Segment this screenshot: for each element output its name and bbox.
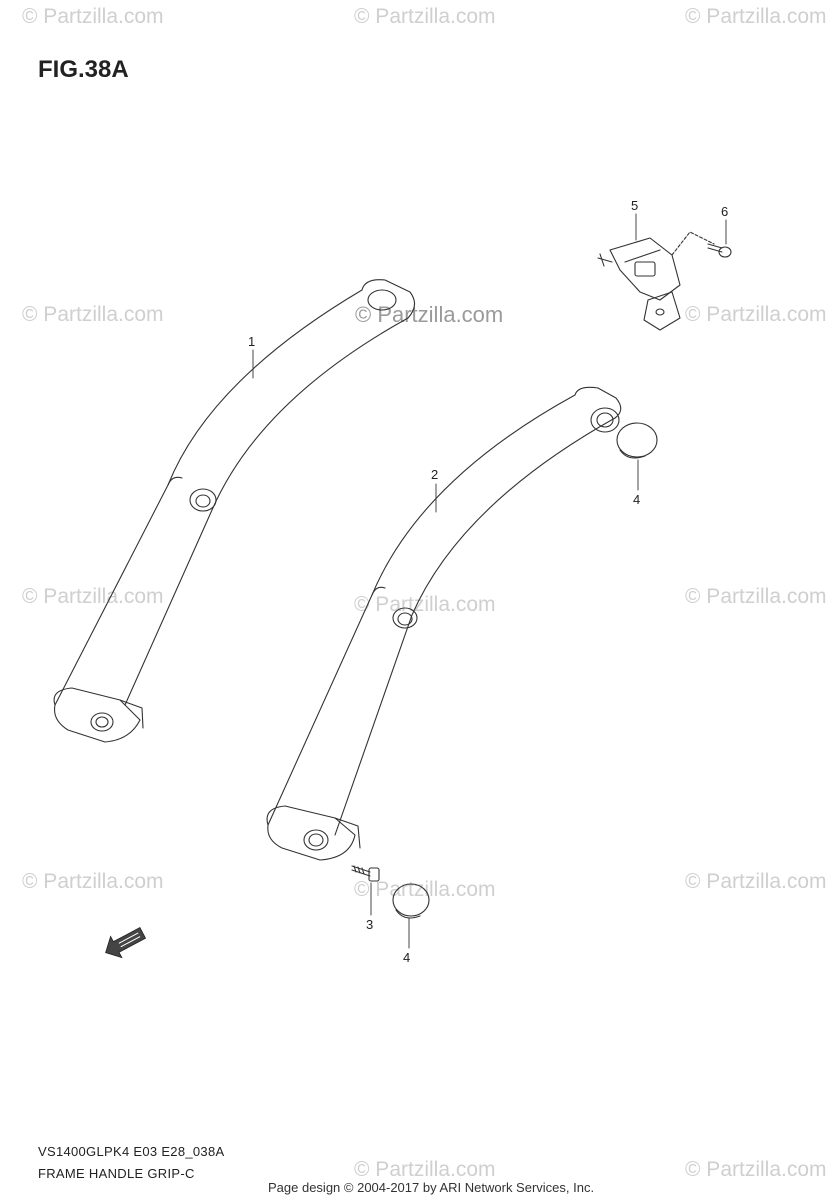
part-1-foot-hole <box>90 712 114 732</box>
watermark-lower-right: © Partzilla.com <box>685 585 827 608</box>
part-2-top-boss-inner <box>596 412 614 428</box>
part-2-handle-grip-right <box>266 386 622 861</box>
page-footer-copyright: Page design © 2004-2017 by ARI Network S… <box>268 1180 595 1195</box>
part-1-side-nub <box>167 476 183 486</box>
part-6-screw <box>707 243 732 258</box>
part-2-top-boss <box>590 407 620 433</box>
callout-4-upper: 4 <box>633 492 641 507</box>
watermark-mid-right: © Partzilla.com <box>685 303 827 326</box>
part-2-foot-hole-inner <box>308 833 324 847</box>
part-2-foot-hole <box>303 829 329 851</box>
part-1-top-cap <box>361 279 416 319</box>
callout-5: 5 <box>631 198 639 213</box>
part-1-foot-lug <box>119 699 144 729</box>
part-1-foot <box>53 687 141 743</box>
watermark-top-center: © Partzilla.com <box>354 5 496 28</box>
part-2-top-cap <box>574 386 622 419</box>
part-2-mid-boss-inner <box>397 612 413 626</box>
callout-6: 6 <box>721 204 729 219</box>
part-3-bolt <box>351 865 380 882</box>
part-1-handle-grip-left <box>53 279 416 743</box>
watermark-lower-center: © Partzilla.com <box>354 593 496 616</box>
part-1-inner-edge <box>124 317 409 706</box>
part-1-mid-boss <box>189 488 217 512</box>
callout-4-lower: 4 <box>403 950 411 965</box>
part-1-mid-boss-inner <box>195 494 211 508</box>
callout-1: 1 <box>248 334 256 349</box>
part-2-foot-lug <box>334 817 361 849</box>
watermark-top-left: © Partzilla.com <box>22 5 164 28</box>
callout-2: 2 <box>431 467 439 482</box>
part-2-inner-edge <box>334 417 616 836</box>
watermark-foot-center: © Partzilla.com <box>354 1158 496 1181</box>
watermark-bottom-left: © Partzilla.com <box>22 870 164 893</box>
part-2-mid-boss <box>392 607 418 629</box>
watermark-top-right: © Partzilla.com <box>685 5 827 28</box>
model-code: VS1400GLPK4 E03 E28_038A <box>38 1144 225 1159</box>
leader-lines <box>252 213 727 949</box>
section-name: FRAME HANDLE GRIP-C <box>38 1166 195 1181</box>
figure-title: FIG.38A <box>38 56 129 83</box>
watermark-foot-right: © Partzilla.com <box>685 1158 827 1181</box>
part-1-foot-hole-inner <box>95 716 109 728</box>
watermark-mid-left: © Partzilla.com <box>22 303 164 326</box>
part-2-side-nub <box>371 586 386 596</box>
part-4-cap-upper <box>616 422 658 459</box>
part-2-foot <box>266 805 356 861</box>
watermark-lower-left: © Partzilla.com <box>22 585 164 608</box>
part-5-switch-assembly <box>597 231 715 331</box>
watermark-center: © Partzilla.com <box>355 302 504 327</box>
watermark-bottom-right: © Partzilla.com <box>685 870 827 893</box>
part-4-cap-lower <box>392 883 430 919</box>
part-2-outer-edge <box>267 394 576 826</box>
part-1-outer-edge <box>54 289 363 706</box>
front-direction-arrow-icon <box>105 927 147 959</box>
part-1-top-boss <box>367 289 397 311</box>
callout-3: 3 <box>366 917 374 932</box>
